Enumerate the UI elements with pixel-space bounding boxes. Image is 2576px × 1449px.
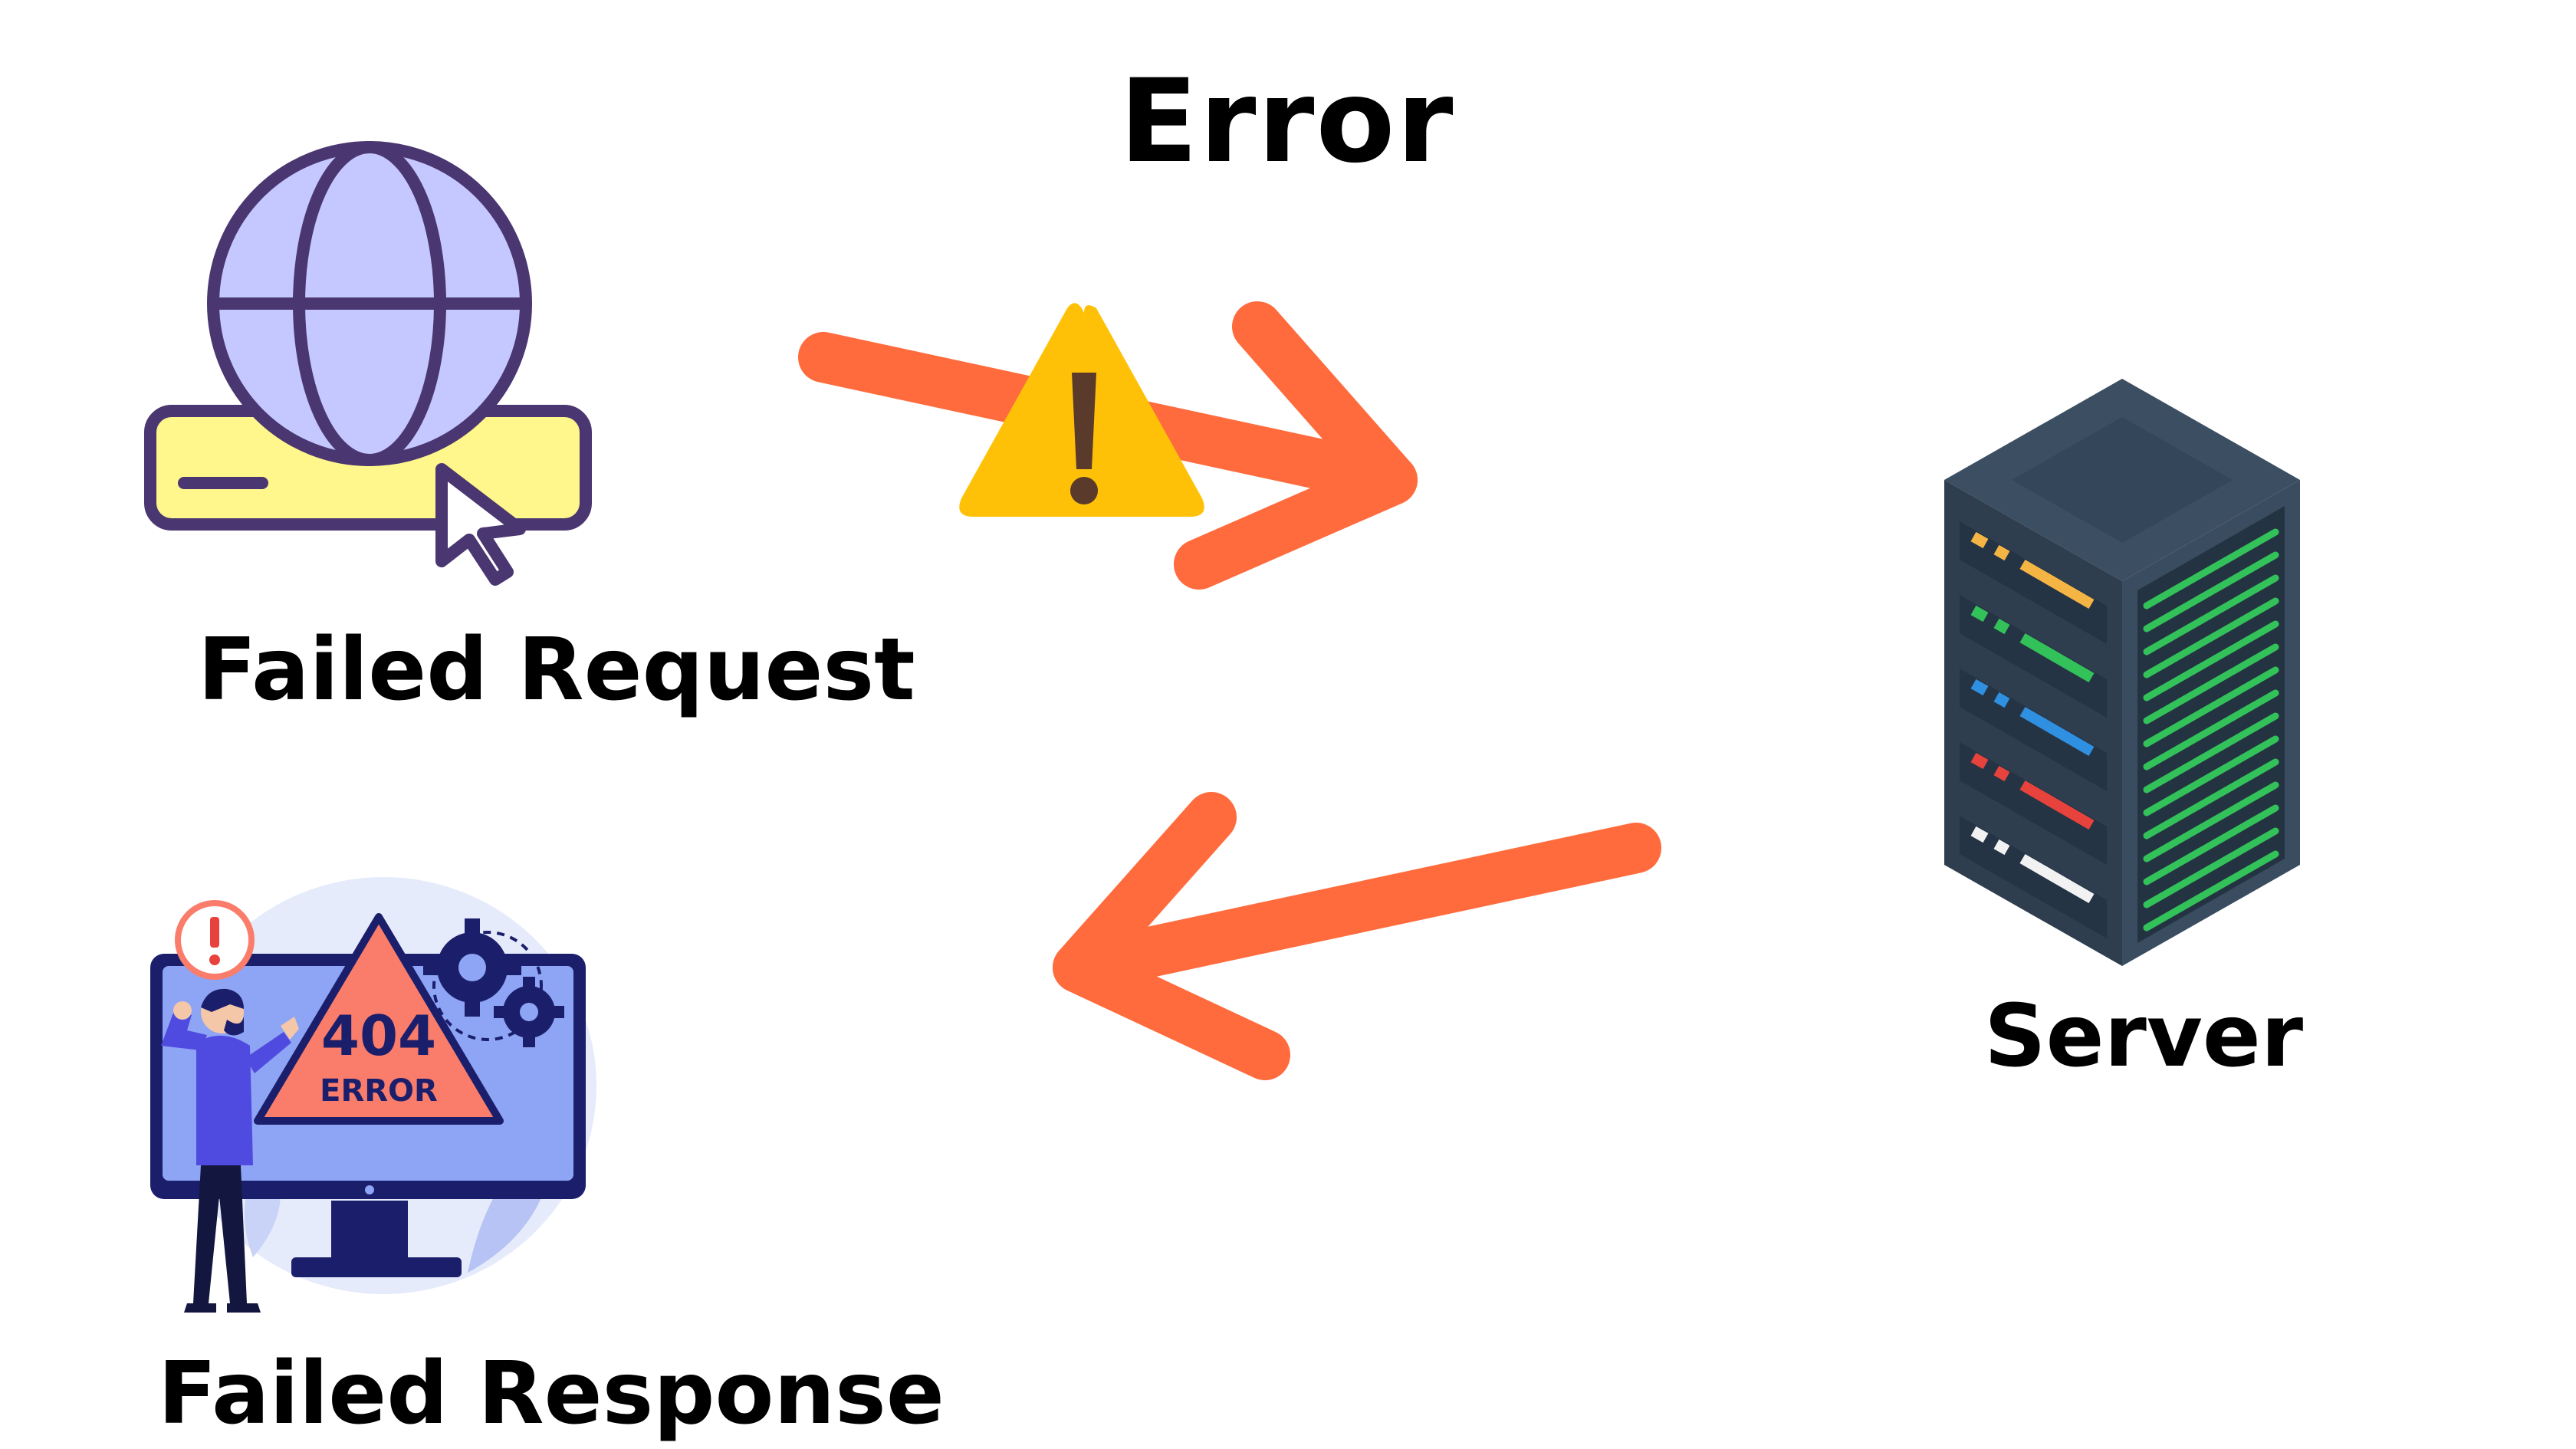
server-to-response-arrow xyxy=(1053,792,1661,1080)
cursor-arrow xyxy=(435,463,526,586)
server-label: Server xyxy=(1984,987,2304,1086)
alert-bubble-icon xyxy=(175,900,255,980)
warning-exclamation-bar xyxy=(1072,373,1096,469)
diagram-title: Error xyxy=(1119,55,1455,189)
404-error-monitor-icon xyxy=(150,877,596,1313)
error-triangle xyxy=(254,913,504,1125)
monitor-base xyxy=(291,1257,462,1277)
monitor-power-dot xyxy=(365,1185,374,1194)
confused-person-figure xyxy=(161,988,299,1313)
globe-browser-cursor-icon xyxy=(144,141,592,586)
arrow-shaft xyxy=(1053,823,1661,993)
monitor-neck xyxy=(331,1201,408,1262)
gear-icon xyxy=(423,918,564,1047)
failed-request-label: Failed Request xyxy=(198,620,915,720)
server-vent-grill xyxy=(2137,506,2285,943)
warning-exclamation-dot xyxy=(1070,477,1098,504)
arrow-head xyxy=(1053,792,1290,1080)
arrow-head xyxy=(1174,301,1418,590)
server-rack-icon xyxy=(1944,379,2300,966)
failed-response-label: Failed Response xyxy=(158,1344,945,1444)
server-top-inset xyxy=(2012,417,2233,543)
server-drive-bays xyxy=(1960,521,2107,938)
warning-icon xyxy=(959,303,1204,517)
